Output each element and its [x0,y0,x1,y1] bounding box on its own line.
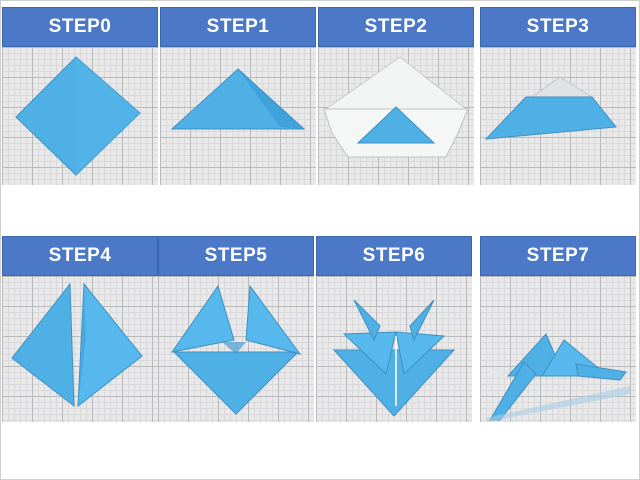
step-photo-helmet-side [480,276,636,422]
step-cell-6: STEP6 [316,236,472,422]
blue-triangle-paper-icon [170,68,306,130]
blue-horns-paper-icon [170,284,302,415]
step-photo-horns-fold [158,276,314,422]
step-photo-white-hat [318,47,474,185]
step-cell-7: STEP7 [480,236,636,422]
step-photo-square-diamond [2,47,158,185]
step-photo-split-diamond [2,276,158,422]
step-header: STEP7 [480,236,636,276]
step-header: STEP3 [480,7,636,47]
step-header: STEP4 [2,236,158,276]
step-photo-helmet-front [316,276,472,422]
step-cell-1: STEP1 [160,7,316,185]
white-hat-paper-icon [323,56,469,158]
blue-flap-paper-icon [484,76,617,140]
blue-split-diamond-icon [11,282,143,408]
step-cell-0: STEP0 [2,7,158,185]
step-header: STEP1 [160,7,316,47]
step-header: STEP6 [316,236,472,276]
blue-square-paper-icon [15,56,141,176]
step-cell-5: STEP5 [158,236,314,422]
step-header: STEP2 [318,7,474,47]
step-cell-3: STEP3 [480,7,636,185]
step-cell-4: STEP4 [2,236,158,422]
blue-helmet-front-icon [332,299,456,417]
step-cell-2: STEP2 [318,7,474,185]
step-photo-blue-flap [480,47,636,185]
step-header: STEP5 [158,236,314,276]
blue-helmet-side-icon [486,333,630,422]
step-header: STEP0 [2,7,158,47]
step-photo-triangle-fold [160,47,316,185]
